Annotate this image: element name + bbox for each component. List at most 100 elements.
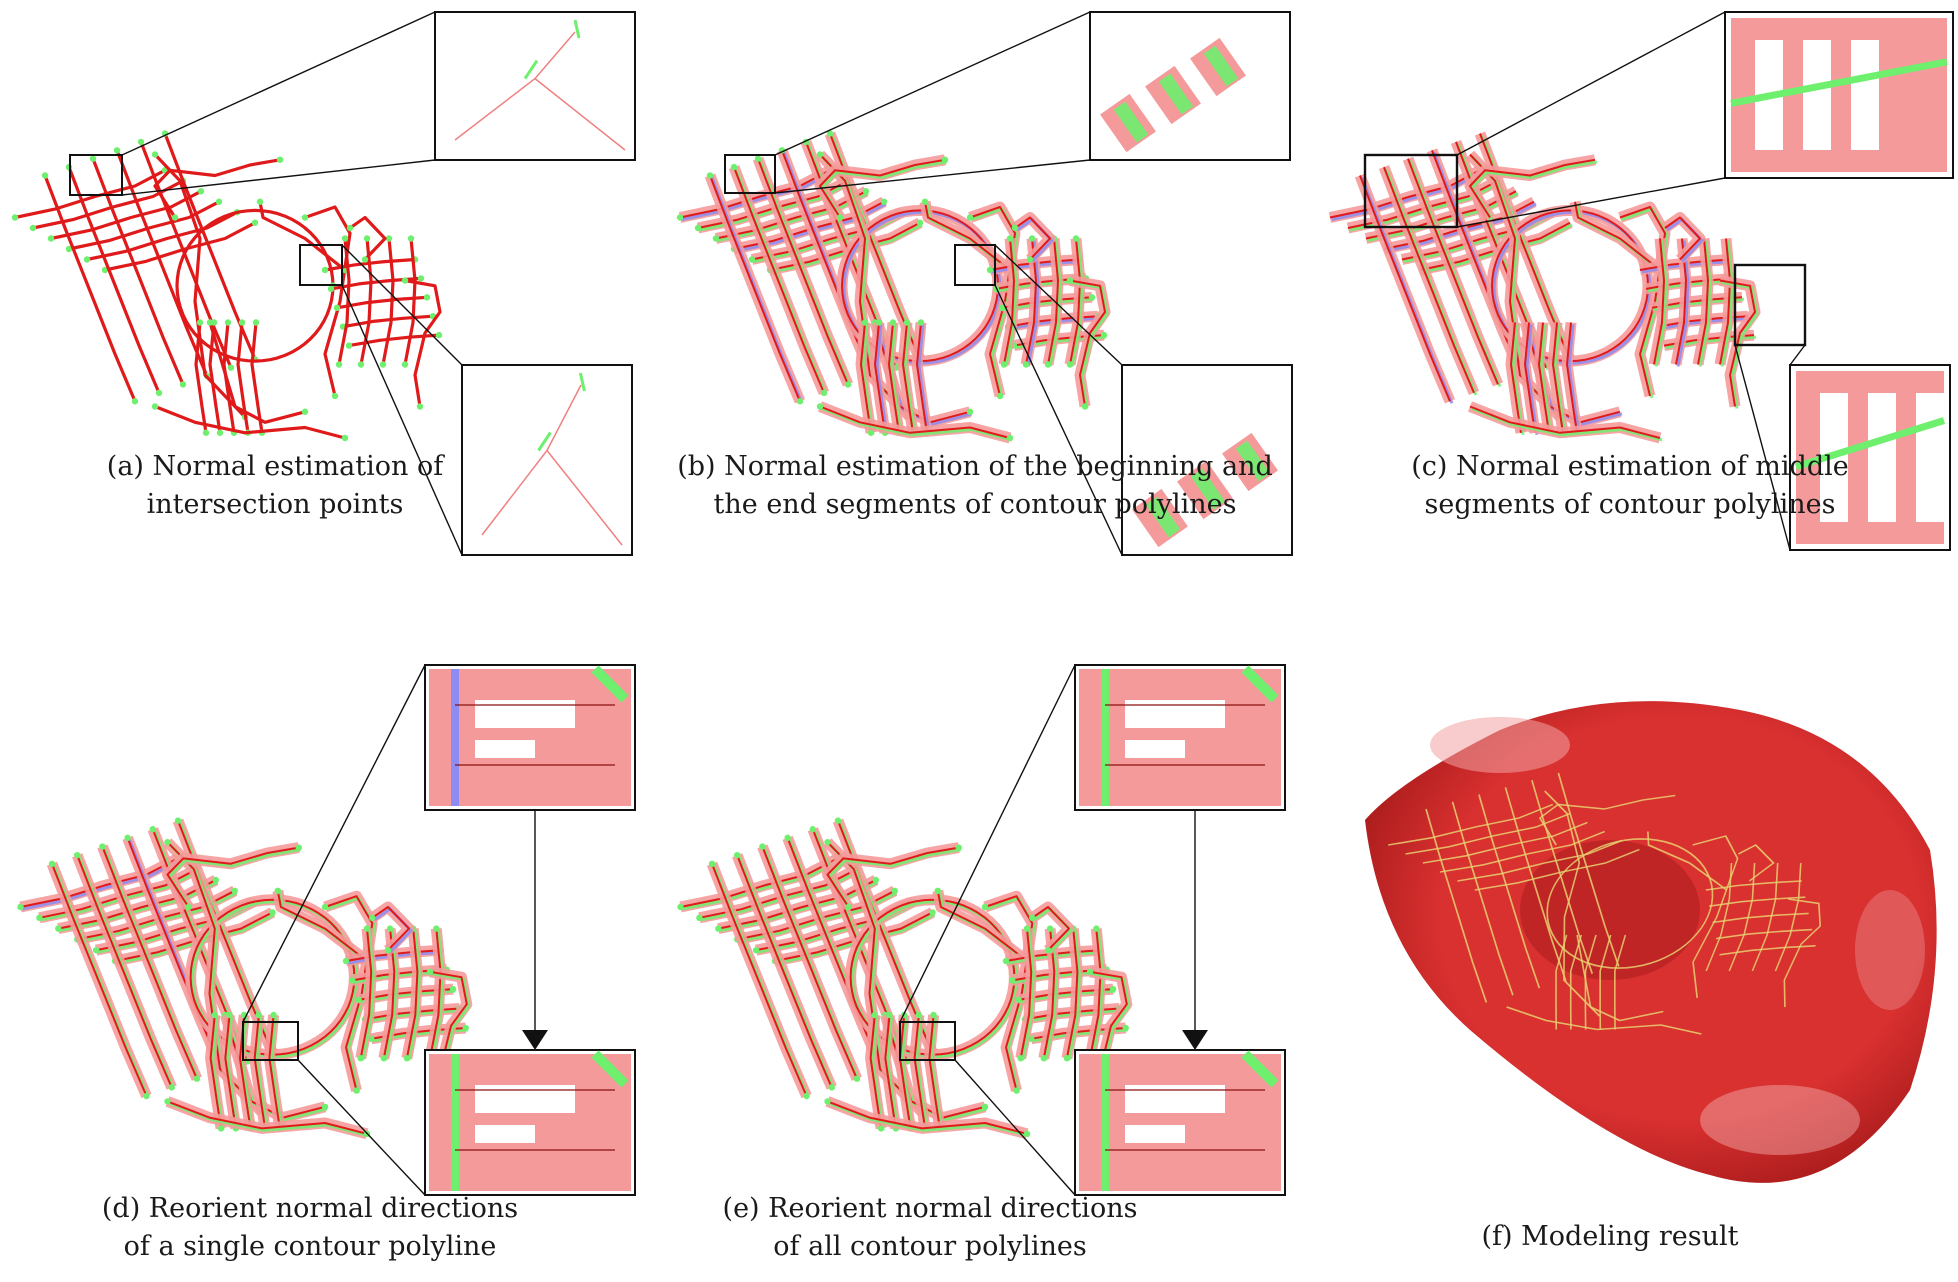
b-intersection-point <box>1088 294 1096 301</box>
e-intersection-point <box>1109 985 1117 993</box>
c-normal-side <box>1676 240 1690 367</box>
e-intersection-point <box>1086 968 1094 975</box>
e-contour-polyline <box>736 854 833 1088</box>
b-contour-polyline <box>902 322 914 433</box>
d-intersection-point <box>231 887 238 894</box>
surface-contour-polyline <box>1705 862 1733 972</box>
d-intersection-point <box>193 1075 201 1082</box>
c-normal-side <box>1471 407 1663 442</box>
c-contour-network <box>1328 131 1761 444</box>
d-intersection-point <box>355 996 362 1004</box>
c-normal-side <box>1654 240 1668 367</box>
e-inset-top-gap <box>1125 700 1225 728</box>
e-intersection-point <box>1093 925 1100 932</box>
c-contour-polyline <box>1719 279 1756 407</box>
d-intersection-point <box>17 903 24 911</box>
e-intersection-point <box>1040 1055 1047 1062</box>
b-normal-side <box>821 407 1013 442</box>
a-intersection-point <box>179 381 187 388</box>
a-intersection-point <box>345 342 353 349</box>
e-callout-line <box>899 664 1076 1023</box>
d-inset-bottom <box>424 1049 636 1196</box>
e-intersection-point <box>1063 1055 1071 1062</box>
b-contour-polyline <box>874 322 886 433</box>
b-inset-top-normal-green <box>1203 45 1239 87</box>
e-inset-top-normal-green <box>1241 665 1279 703</box>
surface-contour-polyline <box>1712 912 1809 924</box>
c-contour-polyline <box>1469 405 1661 439</box>
d-inset-bottom-normal-green <box>591 1050 629 1088</box>
panel-e-figure <box>677 664 1286 1196</box>
d-inset-bottom-normal-band <box>429 1054 631 1191</box>
e-intersection-point <box>828 1084 835 1091</box>
e-intersection-point <box>715 925 722 932</box>
e-contour-polyline <box>711 863 808 1097</box>
c-contour-polyline <box>1664 216 1701 261</box>
a-inset-bottom <box>461 364 633 556</box>
e-contour-network <box>677 817 1133 1140</box>
e-intersection-point <box>891 887 898 894</box>
d-intersection-point <box>449 985 457 993</box>
c-contour-polyline <box>1653 238 1665 365</box>
b-normal-side <box>1048 240 1062 367</box>
surface-highlight <box>1700 1085 1860 1155</box>
e-normal-side <box>929 1016 944 1131</box>
d-normal-side <box>103 847 201 1082</box>
d-normal-side <box>269 1016 284 1131</box>
b-intersection-point <box>796 398 804 405</box>
d-normal-side <box>384 930 398 1061</box>
surface-contour-polyline <box>1504 787 1567 982</box>
d-inset-bottom-gap <box>475 1085 575 1113</box>
surface-contour-polyline <box>1546 838 1714 969</box>
e-intersection-point <box>872 876 879 884</box>
d-intersection-point <box>255 1011 263 1019</box>
a-intersection-point <box>335 361 343 368</box>
surface-contour-polyline <box>1544 790 1601 1017</box>
e-contour-polyline <box>849 898 1016 1056</box>
d-intersection-point <box>369 914 376 921</box>
d-intersection-point <box>353 1087 360 1094</box>
c-contour-polyline <box>1329 169 1481 219</box>
d-intersection-point <box>342 957 350 965</box>
a-intersection-point <box>227 364 235 371</box>
a-intersection-point <box>83 256 91 263</box>
e-intersection-point <box>708 860 716 867</box>
c-callout-line <box>1456 11 1726 156</box>
b-contour-polyline <box>1014 216 1051 261</box>
caption-c-line2: segments of contour polylines <box>1424 489 1836 520</box>
c-contour-polyline <box>1469 158 1596 219</box>
c-normal-side <box>1408 160 1502 387</box>
surface-contour-polyline <box>1538 794 1676 846</box>
panel-d-figure <box>17 664 636 1196</box>
surface-contour-polyline <box>1647 831 1728 891</box>
a-contour-polyline <box>194 322 208 434</box>
a-intersection-point <box>417 275 425 282</box>
d-contour-polyline <box>359 928 373 1059</box>
a-intersection-point <box>333 304 341 311</box>
surface-contour-polyline <box>1425 808 1488 1003</box>
e-normal-side <box>828 1102 1030 1138</box>
b-normal-side <box>1071 281 1109 409</box>
e-contour-polyline <box>899 1014 912 1129</box>
e-normal-side <box>763 847 861 1082</box>
e-zoom-box <box>899 1021 956 1061</box>
c-inset-bottom <box>1789 364 1951 551</box>
e-intersection-point <box>809 826 816 833</box>
b-intersection-point <box>880 198 888 205</box>
b-inset-top <box>1089 11 1291 161</box>
modeling-result-surface <box>1365 701 1937 1183</box>
b-intersection-point <box>903 319 911 326</box>
surface-contour-polyline <box>1599 934 1612 1030</box>
d-intersection-point <box>321 903 329 911</box>
a-inset-top-frame <box>434 11 636 161</box>
c-contour-polyline <box>1524 322 1536 433</box>
a-intersection-point <box>331 392 339 400</box>
b-intersection-point <box>889 319 897 326</box>
e-intersection-point <box>1122 1024 1129 1032</box>
caption-e-line1: (e) Reorient normal directions <box>722 1193 1138 1224</box>
d-contour-network <box>17 817 473 1140</box>
a-intersection-point <box>196 319 204 326</box>
a-inset-top-normal-stroke <box>573 19 581 39</box>
d-intersection-point <box>426 968 434 975</box>
d-intersection-point <box>384 947 392 954</box>
